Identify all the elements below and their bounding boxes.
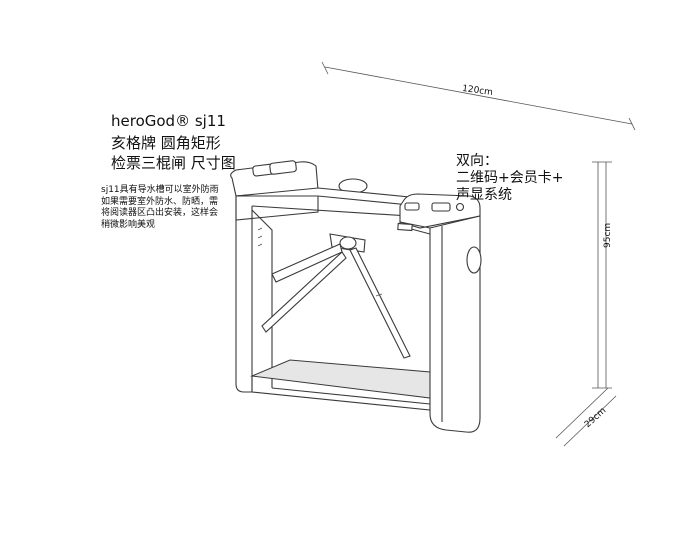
height-dimension-label: 95cm xyxy=(603,222,613,248)
feature-direction: 双向： xyxy=(456,153,498,169)
note-line: 将阅读器区凸出安装，这样会 xyxy=(101,208,219,218)
product-description: 检票三棍闸 尺寸图 xyxy=(111,154,236,172)
left-cabinet xyxy=(230,160,368,393)
passage-floor xyxy=(250,359,431,411)
installation-note: sj11具有导水槽可以室外防雨 如果需要室外防水、防晒，需 将阅读器区凸出安装，… xyxy=(101,185,246,231)
note-line: 稍微影响美观 xyxy=(101,219,156,230)
product-title: heroGod® sj11 xyxy=(111,112,226,130)
dimension-lines xyxy=(321,61,636,447)
feature-sound-display: 声显系统 xyxy=(456,187,512,203)
note-line: 如果需要室外防水、防晒，需 xyxy=(101,196,219,207)
feature-access-methods: 二维码+会员卡+ xyxy=(456,170,564,186)
product-subtitle: 亥格牌 圆角矩形 xyxy=(111,134,221,152)
right-cabinet xyxy=(397,193,482,433)
tripod-arms xyxy=(261,233,411,359)
note-line: sj11具有导水槽可以室外防雨 xyxy=(101,185,219,195)
